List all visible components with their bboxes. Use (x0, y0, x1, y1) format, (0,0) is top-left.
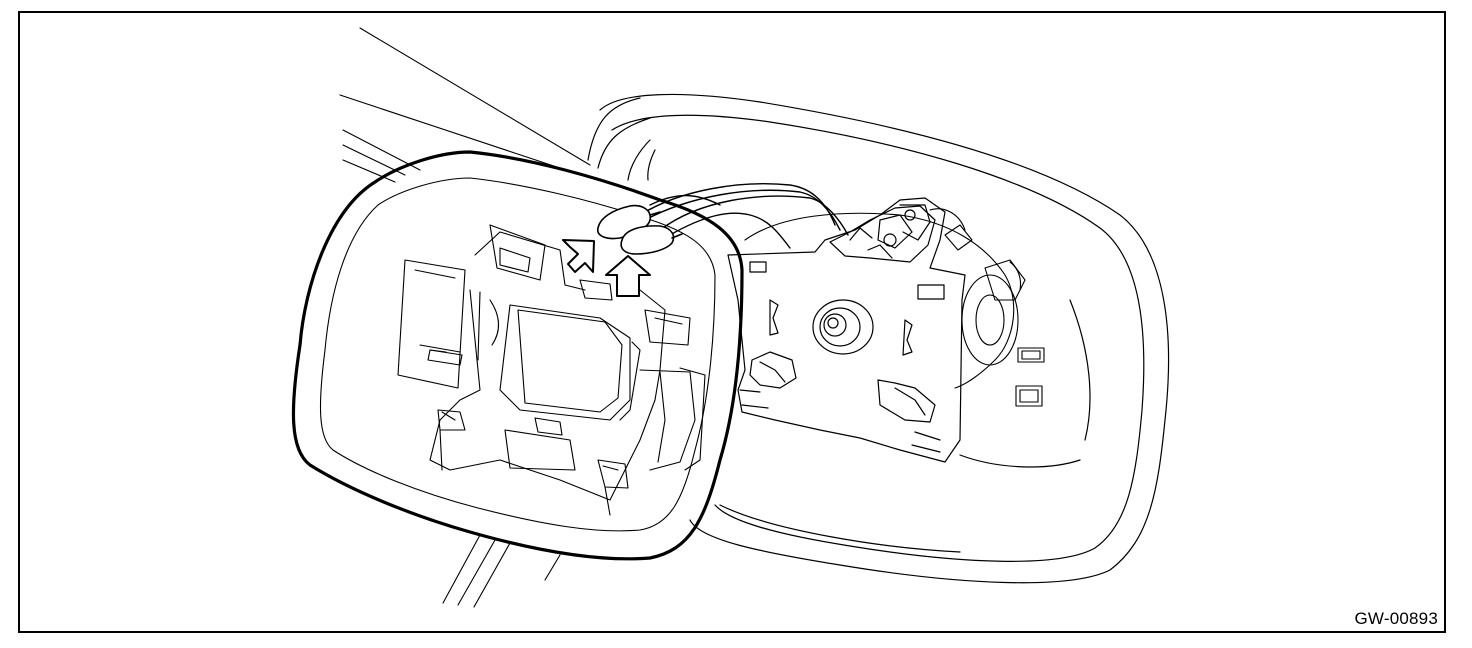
mirror-housing (587, 93, 1170, 584)
heater-wires (639, 183, 849, 249)
glass-back-bracket (397, 224, 706, 516)
door-body-lines (339, 27, 591, 608)
figure-id-label: GW-00893 (1354, 609, 1438, 628)
mirror-actuator-plate (727, 197, 966, 463)
mirror-glass-with-heater (291, 150, 744, 561)
disconnect-direction-arrows (562, 239, 651, 297)
heater-wire-connectors (596, 204, 683, 255)
figure-frame (18, 11, 1446, 633)
arrow-left (562, 239, 595, 273)
actuator-motor (744, 208, 1045, 407)
arrow-right (605, 255, 651, 297)
